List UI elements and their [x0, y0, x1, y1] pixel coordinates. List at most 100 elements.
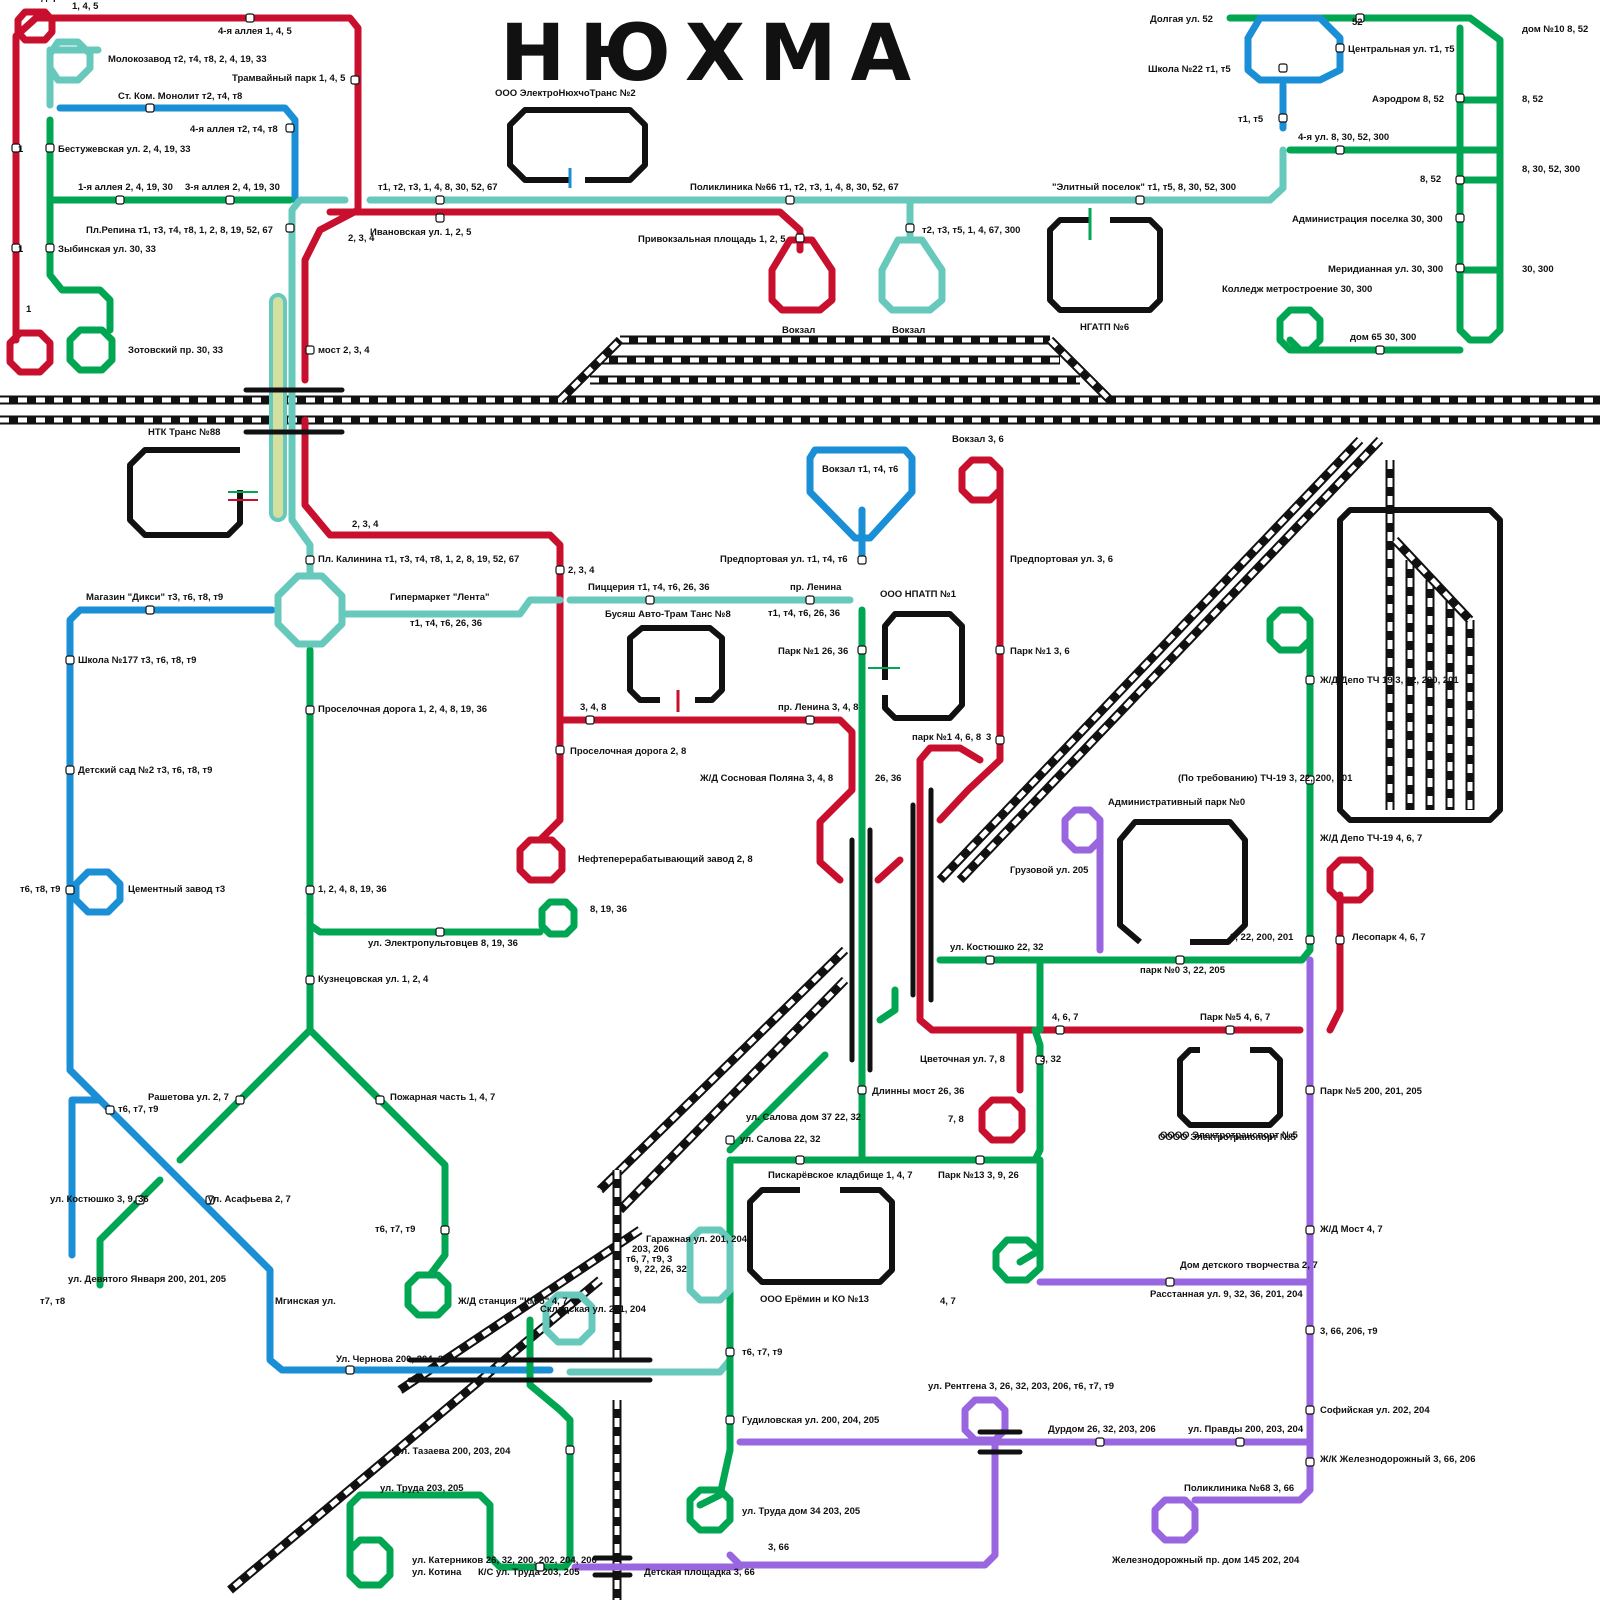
stop-marker[interactable]	[726, 1416, 734, 1424]
stop-label: Аэродром 8, 52	[1372, 94, 1444, 105]
stop-marker[interactable]	[1306, 1086, 1314, 1094]
stop-label: мост 2, 3, 4	[318, 345, 370, 356]
depot-label: НГАТП №6	[1080, 322, 1129, 333]
stop-marker[interactable]	[1456, 264, 1464, 272]
stop-marker[interactable]	[66, 886, 74, 894]
stop-marker[interactable]	[986, 956, 994, 964]
stop-marker[interactable]	[436, 928, 444, 936]
stop-label: 4, 7	[940, 1296, 956, 1307]
stop-marker[interactable]	[146, 606, 154, 614]
stop-label: Железнодорожный мост 206	[0, 0, 135, 3]
stop-marker[interactable]	[806, 716, 814, 724]
stop-marker[interactable]	[1376, 346, 1384, 354]
stop-label: К/С ул. Труда 203, 205	[478, 1567, 580, 1578]
stop-marker[interactable]	[66, 766, 74, 774]
stop-label: т1, т4, т6, 26, 36	[410, 618, 482, 629]
stop-label: 4-я аллея 1, 4, 5	[218, 26, 292, 37]
stop-marker[interactable]	[566, 1446, 574, 1454]
stop-marker[interactable]	[556, 746, 564, 754]
stop-marker[interactable]	[1226, 1026, 1234, 1034]
depot-label: ООО Ерёмин и КО №13	[760, 1294, 869, 1305]
stop-marker[interactable]	[116, 196, 124, 204]
stop-label: Предпортовая ул. т1, т4, т6	[720, 554, 848, 565]
stop-label: т1, т4, т6, 26, 36	[768, 608, 840, 619]
stop-marker[interactable]	[436, 196, 444, 204]
stop-label: т1, т2, т3, 1, 4, 8, 30, 52, 67	[378, 182, 498, 193]
stop-marker[interactable]	[1236, 1438, 1244, 1446]
stop-label: Зыбинская ул. 30, 33	[58, 244, 156, 255]
stop-marker[interactable]	[906, 224, 914, 232]
stop-label: Ж/Д Депо ТЧ 19 3, 22, 200, 201	[1319, 675, 1459, 686]
stop-marker[interactable]	[226, 196, 234, 204]
stop-marker[interactable]	[726, 1348, 734, 1356]
stop-marker[interactable]	[66, 656, 74, 664]
stop-label: ул. Салова 22, 32	[740, 1134, 821, 1145]
stop-label: Ж/Д Мост 4, 7	[1319, 1224, 1383, 1235]
stop-label: ул. Катерников 26, 32, 200, 202, 204, 20…	[412, 1555, 597, 1566]
stop-marker[interactable]	[1456, 176, 1464, 184]
stop-marker[interactable]	[1279, 114, 1287, 122]
stop-marker[interactable]	[236, 1096, 244, 1104]
stop-marker[interactable]	[246, 14, 254, 22]
stop-marker[interactable]	[351, 76, 359, 84]
stop-marker[interactable]	[436, 214, 444, 222]
stop-marker[interactable]	[1136, 196, 1144, 204]
stop-marker[interactable]	[806, 596, 814, 604]
stop-marker[interactable]	[1166, 1278, 1174, 1286]
stop-marker[interactable]	[441, 1226, 449, 1234]
stop-marker[interactable]	[1056, 1026, 1064, 1034]
stop-marker[interactable]	[306, 556, 314, 564]
stop-marker[interactable]	[346, 1366, 354, 1374]
stop-marker[interactable]	[1456, 94, 1464, 102]
stop-marker[interactable]	[146, 104, 154, 112]
stop-marker[interactable]	[306, 886, 314, 894]
stop-marker[interactable]	[858, 556, 866, 564]
stop-marker[interactable]	[796, 1156, 804, 1164]
stop-marker[interactable]	[786, 196, 794, 204]
stop-marker[interactable]	[306, 346, 314, 354]
stop-label: Длинны мост 26, 36	[872, 1086, 964, 1097]
stop-marker[interactable]	[286, 124, 294, 132]
stop-label: Пожарная часть 1, 4, 7	[390, 1092, 495, 1103]
stop-marker[interactable]	[1176, 956, 1184, 964]
stop-label: Вокзал т1, т4, т6	[822, 464, 898, 475]
stop-label: Бестужевская ул. 2, 4, 19, 33	[58, 144, 191, 155]
stop-marker[interactable]	[858, 646, 866, 654]
stop-label: 4, 6, 7	[1052, 1012, 1078, 1023]
stop-marker[interactable]	[1306, 1326, 1314, 1334]
stop-marker[interactable]	[996, 646, 1004, 654]
stop-marker[interactable]	[1306, 1458, 1314, 1466]
stop-marker[interactable]	[1336, 146, 1344, 154]
stop-marker[interactable]	[586, 716, 594, 724]
stop-label: Пискарёвское кладбище 1, 4, 7	[768, 1170, 913, 1181]
stop-marker[interactable]	[1306, 1226, 1314, 1234]
depot-label: ООО НПАТП №1	[880, 589, 957, 600]
stop-marker[interactable]	[1336, 936, 1344, 944]
stop-marker[interactable]	[858, 1086, 866, 1094]
stop-marker[interactable]	[646, 596, 654, 604]
stop-marker[interactable]	[796, 234, 804, 242]
stop-marker[interactable]	[1306, 936, 1314, 944]
stop-marker[interactable]	[1306, 1406, 1314, 1414]
stop-marker[interactable]	[1336, 44, 1344, 52]
stop-marker[interactable]	[556, 566, 564, 574]
stop-marker[interactable]	[46, 144, 54, 152]
stop-marker[interactable]	[286, 224, 294, 232]
stop-marker[interactable]	[376, 1096, 384, 1104]
stop-label: Молокозавод т2, т4, т8, 2, 4, 19, 33	[108, 54, 267, 65]
stop-marker[interactable]	[1306, 676, 1314, 684]
stop-marker[interactable]	[1456, 214, 1464, 222]
stop-marker[interactable]	[976, 1156, 984, 1164]
stop-label: Дом детского творчества 2, 7	[1180, 1260, 1318, 1271]
stop-label: Грузовой ул. 205	[1010, 865, 1089, 876]
depot-label: НТК Транс №88	[148, 427, 220, 438]
stop-marker[interactable]	[996, 736, 1004, 744]
stop-marker[interactable]	[306, 976, 314, 984]
stop-marker[interactable]	[1279, 64, 1287, 72]
stop-marker[interactable]	[726, 1136, 734, 1144]
stop-marker[interactable]	[306, 706, 314, 714]
stop-label: парк №0 3, 22, 205	[1140, 965, 1226, 976]
stop-marker[interactable]	[1096, 1438, 1104, 1446]
stop-marker[interactable]	[46, 244, 54, 252]
stop-marker[interactable]	[106, 1106, 114, 1114]
